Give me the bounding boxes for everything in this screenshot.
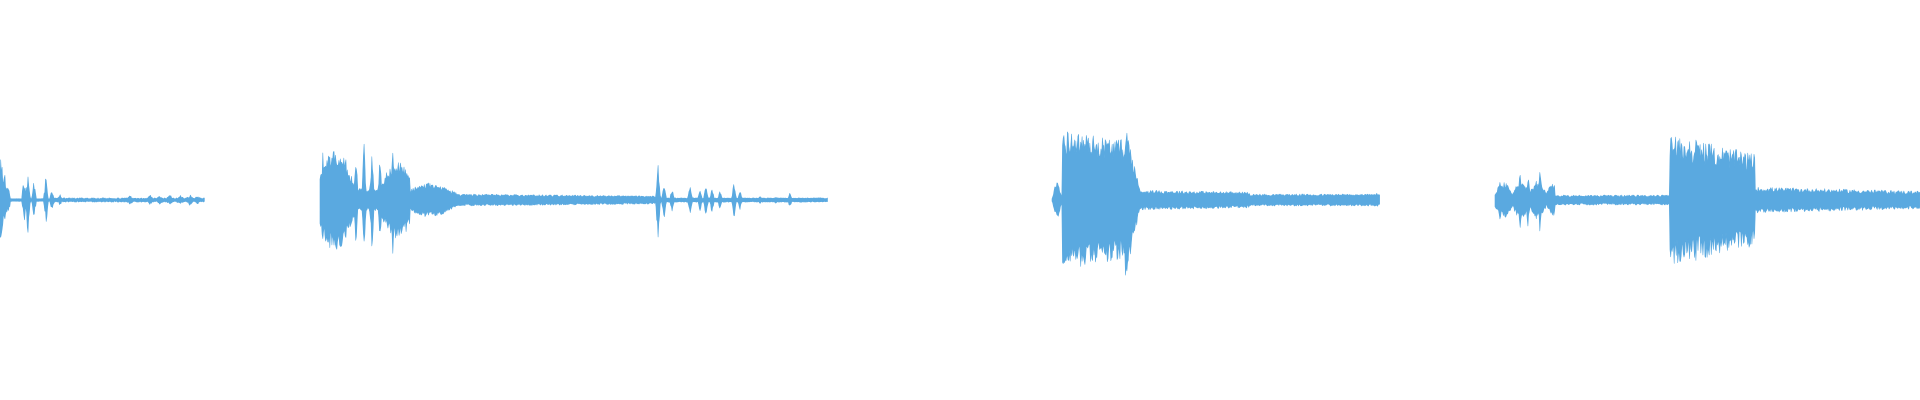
waveform-segment-1 — [0, 159, 205, 238]
waveform-segments — [0, 131, 1920, 276]
waveform-segment-3 — [1051, 131, 1380, 276]
waveform-segment-4 — [1494, 136, 1920, 264]
waveform-segment-2 — [319, 143, 828, 254]
